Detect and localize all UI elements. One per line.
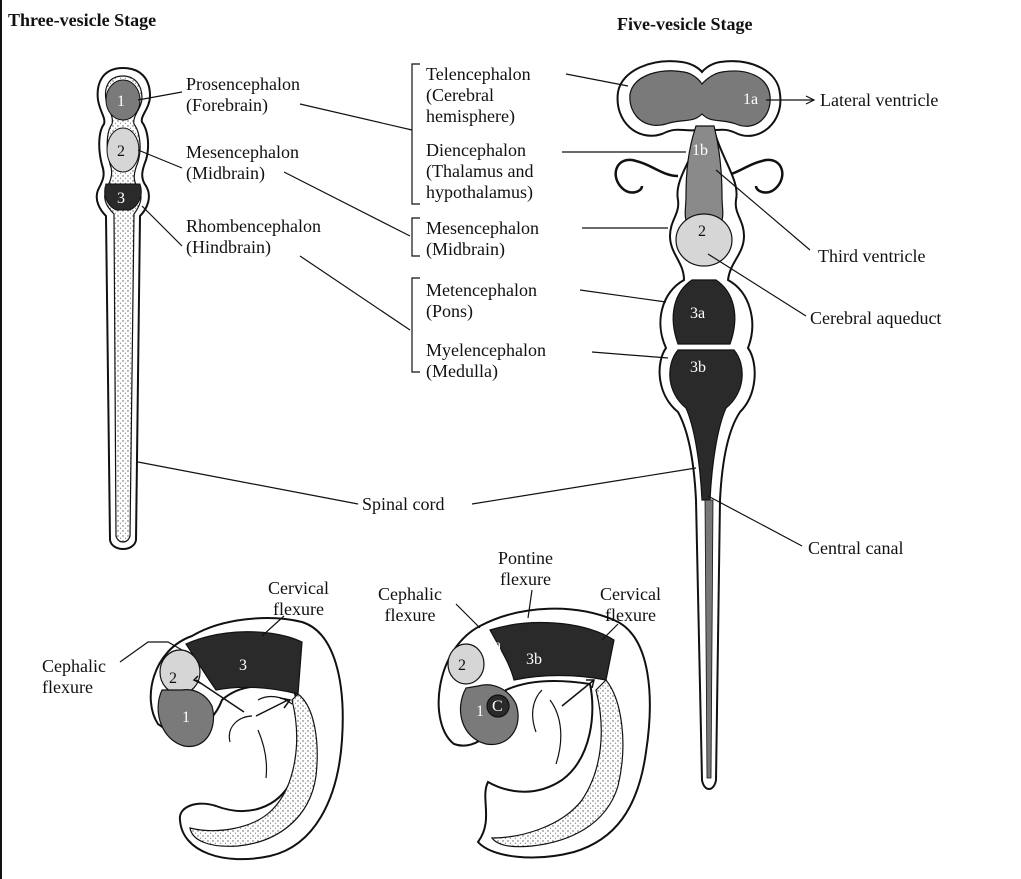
label-right-pontine-line2: flexure (498, 569, 553, 590)
label-telencephalon: Telencephalon (Cerebral hemisphere) (426, 64, 531, 127)
leader-telencephalon (566, 74, 628, 86)
vesicle-number-1: 1 (117, 93, 125, 110)
bracket-rhombencephalon (412, 278, 420, 372)
mesencephalon-vesicle-five (676, 214, 732, 266)
label-myelencephalon: Myelencephalon (Medulla) (426, 340, 546, 382)
vesicle-number-1b: 1b (692, 142, 708, 159)
three-vesicle-embryo: 2 3 1 (151, 618, 343, 859)
label-left-cervical-line2: flexure (268, 599, 329, 620)
label-myelencephalon-line2: (Medulla) (426, 361, 546, 382)
vesicle-number-2-five: 2 (698, 223, 706, 240)
label-myelencephalon-line1: Myelencephalon (426, 340, 546, 361)
label-right-pontine-flexure: Pontine flexure (498, 548, 553, 590)
label-mesencephalon-line1: Mesencephalon (186, 142, 299, 163)
label-metencephalon-line1: Metencephalon (426, 280, 537, 301)
right-embryo-number-3b: 3b (526, 651, 542, 668)
right-embryo-number-2: 2 (458, 657, 466, 674)
vesicle-number-1a: 1a (743, 91, 758, 108)
label-left-cervical-flexure: Cervical flexure (268, 578, 329, 620)
left-embryo-number-1: 1 (182, 709, 190, 726)
label-right-cervical-flexure: Cervical flexure (600, 584, 661, 626)
three-vesicle-stage-heading: Three-vesicle Stage (8, 10, 156, 31)
bracket-mesencephalon (412, 218, 420, 256)
label-right-cervical-line1: Cervical (600, 584, 661, 605)
label-diencephalon-line1: Diencephalon (426, 140, 533, 161)
left-embryo-midbrain (160, 650, 200, 694)
leader-central-canal (708, 496, 802, 546)
bracket-prosencephalon (412, 64, 420, 204)
label-telencephalon-line2: (Cerebral (426, 85, 531, 106)
right-embryo-midbrain (448, 644, 484, 684)
right-embryo-number-1: 1 (476, 703, 484, 720)
vesicle-number-3b: 3b (690, 359, 706, 376)
five-vesicle-stage-heading: Five-vesicle Stage (617, 14, 752, 35)
left-optic-cup (616, 160, 678, 193)
label-lateral-ventricle: Lateral ventricle (820, 90, 938, 111)
leader-rhombencephalon-tube (142, 206, 182, 246)
right-embryo-curve (533, 690, 561, 764)
label-metencephalon-line2: (Pons) (426, 301, 537, 322)
left-embryo-number-2: 2 (169, 670, 177, 687)
label-prosencephalon-line2: (Forebrain) (186, 95, 300, 116)
label-metencephalon: Metencephalon (Pons) (426, 280, 537, 322)
label-mesencephalon-five-line2: (Midbrain) (426, 239, 539, 260)
diencephalon-vesicle (685, 126, 723, 220)
label-rhombencephalon-line2: (Hindbrain) (186, 237, 321, 258)
label-spinal-cord: Spinal cord (362, 494, 445, 515)
label-diencephalon: Diencephalon (Thalamus and hypothalamus) (426, 140, 533, 203)
leader-rhombencephalon-bracket (300, 256, 410, 330)
vesicle-number-3a: 3a (690, 305, 705, 322)
left-embryo-number-3: 3 (239, 657, 247, 674)
vesicle-number-2: 2 (117, 143, 125, 160)
label-right-pontine-line1: Pontine (498, 548, 553, 569)
label-central-canal: Central canal (808, 538, 903, 559)
label-telencephalon-line3: hemisphere) (426, 106, 531, 127)
leader-prosencephalon-bracket (300, 104, 412, 130)
label-mesencephalon-line2: (Midbrain) (186, 163, 299, 184)
label-rhombencephalon-line1: Rhombencephalon (186, 216, 321, 237)
label-right-cephalic-line1: Cephalic (378, 584, 442, 605)
left-cervical-arrow (256, 698, 290, 716)
label-rhombencephalon: Rhombencephalon (Hindbrain) (186, 216, 321, 258)
label-left-cephalic-flexure: Cephalic flexure (42, 656, 106, 698)
vesicle-number-3: 3 (117, 190, 125, 207)
label-diencephalon-line2: (Thalamus and (426, 161, 533, 182)
leader-spinal-cord-left (138, 462, 358, 504)
label-left-cephalic-line2: flexure (42, 677, 106, 698)
label-telencephalon-line1: Telencephalon (426, 64, 531, 85)
leader-spinal-cord-right (472, 468, 696, 504)
leader-right-cephalic (456, 604, 480, 628)
leader-metencephalon (580, 290, 666, 302)
five-vesicle-embryo: 2 3a 3b 1 C (439, 609, 650, 858)
leader-myelencephalon (592, 352, 668, 358)
label-prosencephalon-line1: Prosencephalon (186, 74, 300, 95)
right-embryo-number-3a: 3a (486, 637, 501, 654)
label-right-cervical-line2: flexure (600, 605, 661, 626)
label-mesencephalon-five: Mesencephalon (Midbrain) (426, 218, 539, 260)
label-diencephalon-line3: hypothalamus) (426, 182, 533, 203)
label-prosencephalon: Prosencephalon (Forebrain) (186, 74, 300, 116)
right-embryo-letter-c: C (492, 698, 503, 715)
label-cerebral-aqueduct: Cerebral aqueduct (810, 308, 941, 329)
label-mesencephalon-five-line1: Mesencephalon (426, 218, 539, 239)
label-right-cephalic-line2: flexure (378, 605, 442, 626)
right-cervical-arrow (562, 680, 594, 706)
label-left-cervical-line1: Cervical (268, 578, 329, 599)
label-mesencephalon: Mesencephalon (Midbrain) (186, 142, 299, 184)
label-third-ventricle: Third ventricle (818, 246, 925, 267)
label-right-cephalic-flexure: Cephalic flexure (378, 584, 442, 626)
three-vesicle-neural-tube: 1 2 3 (97, 68, 150, 549)
label-left-cephalic-line1: Cephalic (42, 656, 106, 677)
